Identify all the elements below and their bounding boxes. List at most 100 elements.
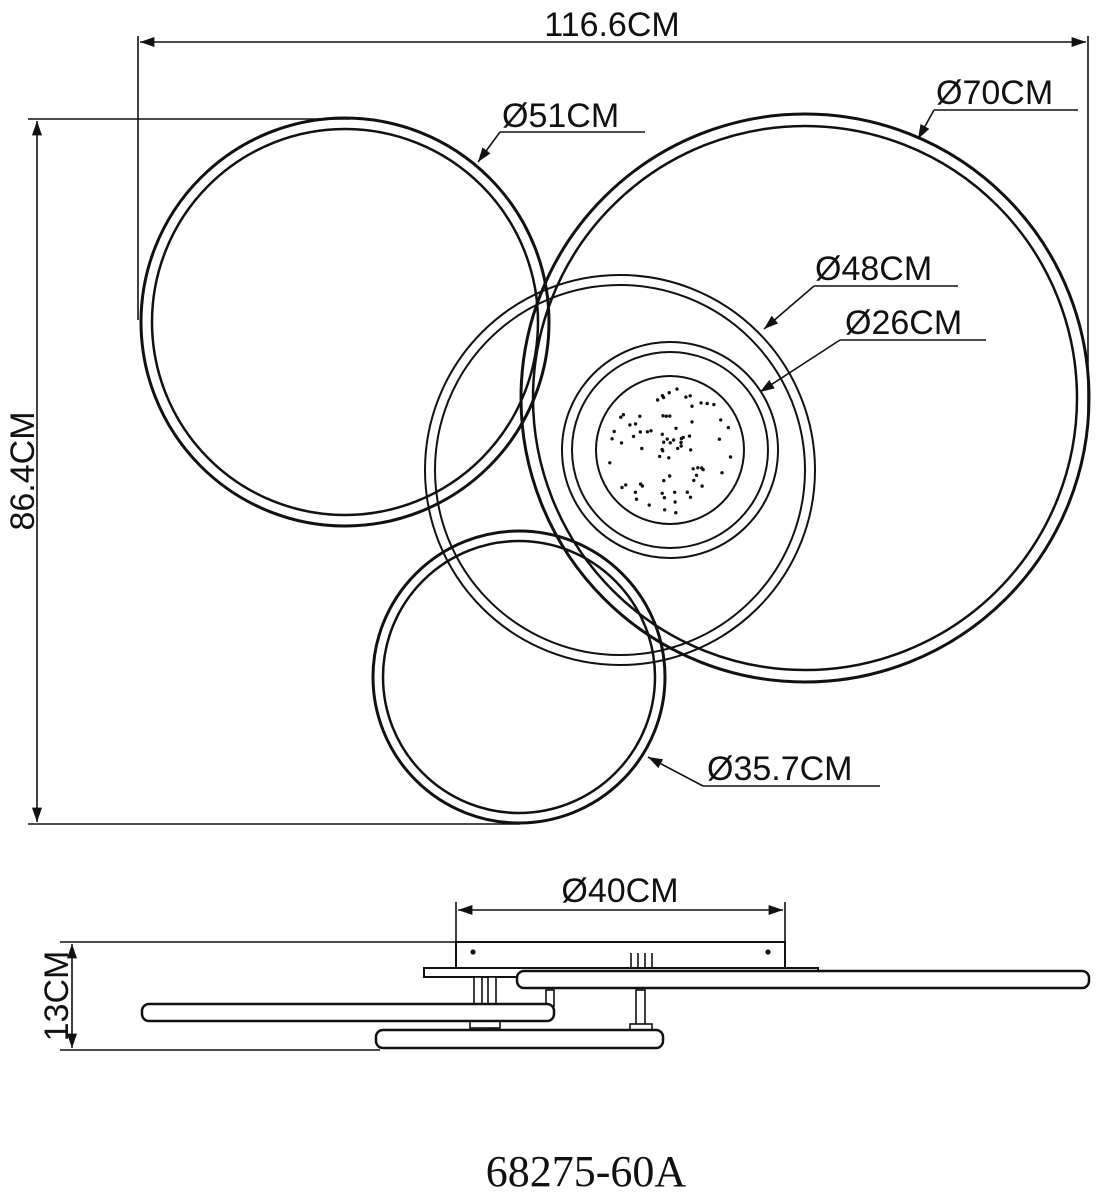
star-dot bbox=[685, 490, 689, 494]
canopy-diameter-label: Ø40CM bbox=[561, 872, 678, 910]
ring-small-label: Ø35.7CM bbox=[707, 750, 853, 788]
star-dot bbox=[665, 437, 669, 441]
star-dot bbox=[688, 394, 692, 398]
ring-small bbox=[371, 529, 667, 825]
overall-height-label: 86.4CM bbox=[4, 411, 42, 530]
star-dot bbox=[684, 395, 688, 399]
star-dot bbox=[663, 508, 667, 512]
star-dot bbox=[726, 425, 730, 430]
star-dot bbox=[660, 394, 665, 398]
star-dot bbox=[645, 430, 650, 434]
star-dot bbox=[668, 441, 672, 445]
ring-upper-left bbox=[139, 116, 551, 528]
star-dot bbox=[612, 429, 616, 434]
star-dot bbox=[668, 414, 672, 418]
star-dot bbox=[658, 454, 662, 459]
star-dot bbox=[608, 461, 612, 465]
ring-large bbox=[519, 112, 1091, 684]
star-dot bbox=[689, 448, 693, 452]
ring-middle bbox=[424, 274, 816, 666]
top-view: 116.6CM 86.4CM bbox=[4, 6, 1091, 825]
star-dot bbox=[705, 401, 709, 406]
star-dot bbox=[667, 391, 671, 395]
star-dot bbox=[700, 466, 704, 470]
star-dot bbox=[660, 447, 664, 452]
side-height-dimension: 13CM bbox=[38, 941, 456, 1051]
star-dot bbox=[662, 440, 666, 444]
star-dot bbox=[662, 478, 666, 483]
ring-bar-upper-right bbox=[515, 969, 1091, 990]
star-dot bbox=[728, 455, 733, 459]
star-dot bbox=[649, 429, 653, 433]
star-dot bbox=[673, 500, 677, 504]
star-dot bbox=[720, 471, 724, 475]
canopy bbox=[455, 941, 786, 969]
overall-width-dimension: 116.6CM bbox=[137, 6, 1089, 420]
center-disc-label: Ø26CM bbox=[845, 304, 962, 342]
side-view: Ø40CM 13CM bbox=[38, 872, 1091, 1051]
star-dot bbox=[638, 414, 642, 418]
star-dot bbox=[619, 415, 623, 419]
canopy-diameter-dimension: Ø40CM bbox=[455, 872, 786, 944]
star-dot bbox=[633, 422, 638, 426]
star-dot bbox=[694, 473, 699, 477]
overall-width-label: 116.6CM bbox=[544, 6, 679, 44]
star-dot bbox=[690, 420, 694, 424]
side-height-label: 13CM bbox=[38, 951, 76, 1042]
star-dot bbox=[717, 437, 722, 441]
star-dot bbox=[624, 483, 628, 487]
star-dot bbox=[634, 497, 639, 501]
star-dot bbox=[719, 418, 723, 422]
leader-center-disc: Ø26CM bbox=[759, 304, 986, 393]
star-dot bbox=[631, 434, 636, 439]
model-number: 68275-60A bbox=[486, 1147, 687, 1196]
star-dot bbox=[700, 484, 704, 488]
star-dot bbox=[668, 474, 672, 478]
star-dot bbox=[671, 438, 676, 442]
star-dot bbox=[679, 440, 683, 445]
ring-middle-label: Ø48CM bbox=[815, 250, 932, 288]
star-dot bbox=[675, 387, 679, 391]
starry-dots bbox=[608, 387, 733, 515]
star-dot bbox=[610, 437, 614, 441]
star-dot bbox=[662, 496, 667, 500]
star-dot bbox=[664, 414, 668, 418]
star-dot bbox=[640, 446, 644, 451]
star-dot bbox=[687, 434, 692, 438]
star-dot bbox=[660, 432, 664, 436]
star-dot bbox=[692, 478, 696, 483]
ring-bar-bottom bbox=[374, 1028, 665, 1050]
star-dot bbox=[633, 490, 638, 494]
ring-large-label: Ø70CM bbox=[936, 74, 1053, 112]
star-dot bbox=[688, 495, 693, 499]
ring-upper-left-label: Ø51CM bbox=[502, 97, 619, 135]
leader-ring-middle: Ø48CM bbox=[763, 250, 958, 330]
overall-height-dimension: 86.4CM bbox=[4, 118, 520, 825]
star-dot bbox=[699, 401, 703, 405]
star-dot bbox=[674, 511, 678, 515]
star-dot bbox=[628, 423, 632, 427]
star-dot bbox=[619, 441, 624, 445]
star-dot bbox=[660, 491, 664, 495]
star-dot bbox=[621, 413, 626, 417]
star-dot bbox=[655, 398, 660, 402]
star-dot bbox=[661, 414, 665, 418]
star-dot bbox=[712, 402, 716, 407]
center-disc bbox=[561, 341, 779, 559]
star-dot bbox=[647, 503, 651, 507]
leader-ring-upper-left: Ø51CM bbox=[477, 97, 645, 163]
leader-ring-small: Ø35.7CM bbox=[647, 750, 880, 788]
star-dot bbox=[681, 435, 685, 440]
star-dot bbox=[638, 430, 642, 434]
star-dot bbox=[667, 456, 671, 460]
star-dot bbox=[676, 446, 680, 451]
star-dot bbox=[620, 485, 624, 490]
ring-bar-left bbox=[140, 1002, 556, 1023]
star-dot bbox=[673, 490, 677, 494]
star-dot bbox=[679, 444, 683, 448]
leader-ring-large: Ø70CM bbox=[917, 74, 1078, 140]
star-dot bbox=[638, 482, 643, 486]
star-dot bbox=[674, 426, 678, 430]
star-dot bbox=[691, 467, 695, 471]
